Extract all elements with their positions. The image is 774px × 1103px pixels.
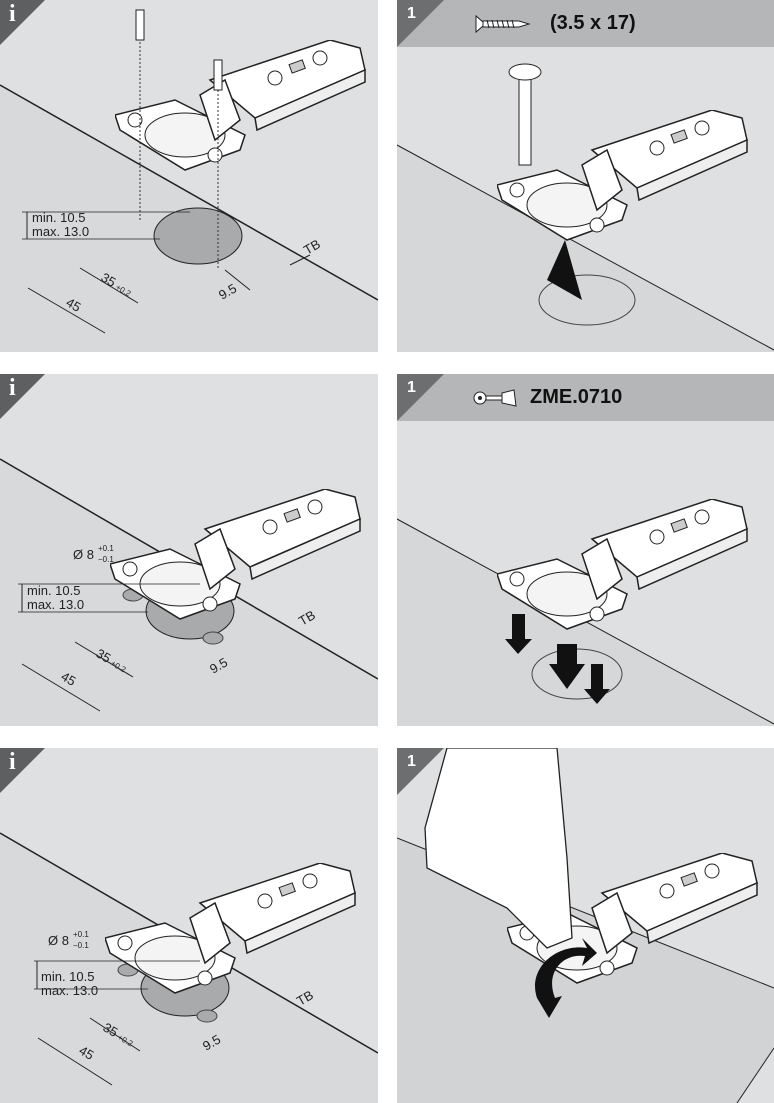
panel-step-screw-mounting: 1 (3.5 x 17) bbox=[397, 0, 774, 352]
hinge bbox=[105, 863, 356, 994]
down-arrow-icon bbox=[584, 664, 610, 704]
screw-icon bbox=[135, 9, 145, 41]
diagram: Ø 8 +0.1 −0.1 min. 10.5 max. 13.0 35+0.2… bbox=[0, 458, 378, 726]
rotate-arrow-icon bbox=[535, 938, 597, 1018]
screw-size-label: (3.5 x 17) bbox=[550, 12, 636, 34]
dim-tb: TB bbox=[294, 987, 316, 1008]
dowel-tolerance-minus: −0.1 bbox=[73, 941, 89, 950]
panel-boring-dimensions-dowel: Ø 8 +0.1 −0.1 min. 10.5 max. 13.0 35+0.2… bbox=[0, 374, 378, 726]
dowel-hole bbox=[196, 1009, 218, 1023]
dowel-diameter-label: Ø 8 bbox=[48, 933, 69, 948]
info-marker-label: i bbox=[9, 1, 16, 27]
panel-step-lever-lock: 1 bbox=[397, 748, 774, 1103]
diagram bbox=[397, 748, 774, 1103]
step-number: 1 bbox=[407, 379, 416, 396]
step-header bbox=[397, 0, 774, 47]
max-depth-label: max. 13.0 bbox=[41, 983, 98, 998]
screw-icon bbox=[213, 59, 223, 91]
cup-hole bbox=[153, 207, 243, 265]
step-header bbox=[397, 374, 774, 421]
edge-line bbox=[0, 84, 378, 301]
screw-icon bbox=[475, 14, 531, 34]
step-number: 1 bbox=[407, 753, 416, 770]
info-marker-label: i bbox=[9, 749, 16, 775]
min-depth-label: min. 10.5 bbox=[32, 210, 85, 225]
dowel-tolerance-plus: +0.1 bbox=[73, 930, 89, 939]
dowel-diameter-label: Ø 8 bbox=[73, 547, 94, 562]
down-arrow-icon bbox=[549, 644, 585, 689]
max-depth-label: max. 13.0 bbox=[27, 597, 84, 612]
hinge bbox=[497, 110, 748, 241]
dim-45: 45 bbox=[64, 295, 84, 315]
dim-45: 45 bbox=[59, 669, 79, 689]
dim-tb: TB bbox=[296, 607, 318, 628]
down-arrow-icon bbox=[505, 614, 532, 654]
diagram: Ø 8 +0.1 −0.1 min. 10.5 max. 13.0 35+0.2… bbox=[0, 832, 378, 1103]
panel-boring-dimensions-screw: min. 10.5 max. 13.0 35+0.2 45 9.5 TB i bbox=[0, 0, 378, 352]
step-marker bbox=[397, 0, 444, 47]
diagram bbox=[397, 499, 774, 726]
step-marker bbox=[397, 374, 444, 421]
dowel-tolerance-minus: −0.1 bbox=[98, 555, 114, 564]
info-marker-label: i bbox=[9, 375, 16, 401]
max-depth-label: max. 13.0 bbox=[32, 224, 89, 239]
dowel-hole bbox=[202, 631, 224, 645]
diagram bbox=[397, 63, 774, 352]
min-depth-label: min. 10.5 bbox=[27, 583, 80, 598]
dim-45: 45 bbox=[77, 1043, 97, 1063]
min-depth-label: min. 10.5 bbox=[41, 969, 94, 984]
dowel-tolerance-plus: +0.1 bbox=[98, 544, 114, 553]
press-arrow-icon bbox=[547, 240, 582, 300]
diagram: min. 10.5 max. 13.0 35+0.2 45 9.5 TB bbox=[0, 9, 378, 352]
step-number: 1 bbox=[407, 5, 416, 22]
hinge bbox=[110, 489, 361, 620]
dowel-insertion-tool-icon bbox=[473, 389, 517, 407]
info-marker bbox=[0, 0, 45, 45]
step-marker bbox=[397, 748, 444, 795]
dim-tb: TB bbox=[301, 236, 323, 257]
cup-hole-outline bbox=[538, 274, 636, 326]
hinge bbox=[115, 40, 366, 171]
info-marker bbox=[0, 374, 45, 419]
panel-boring-dimensions-expando: Ø 8 +0.1 −0.1 min. 10.5 max. 13.0 35+0.2… bbox=[0, 748, 378, 1103]
tool-code-label: ZME.0710 bbox=[530, 386, 623, 408]
info-marker bbox=[0, 748, 45, 793]
hand-icon bbox=[424, 748, 573, 949]
panel-step-dowel-press: 1 ZME.0710 bbox=[397, 374, 774, 726]
hinge bbox=[497, 499, 748, 630]
